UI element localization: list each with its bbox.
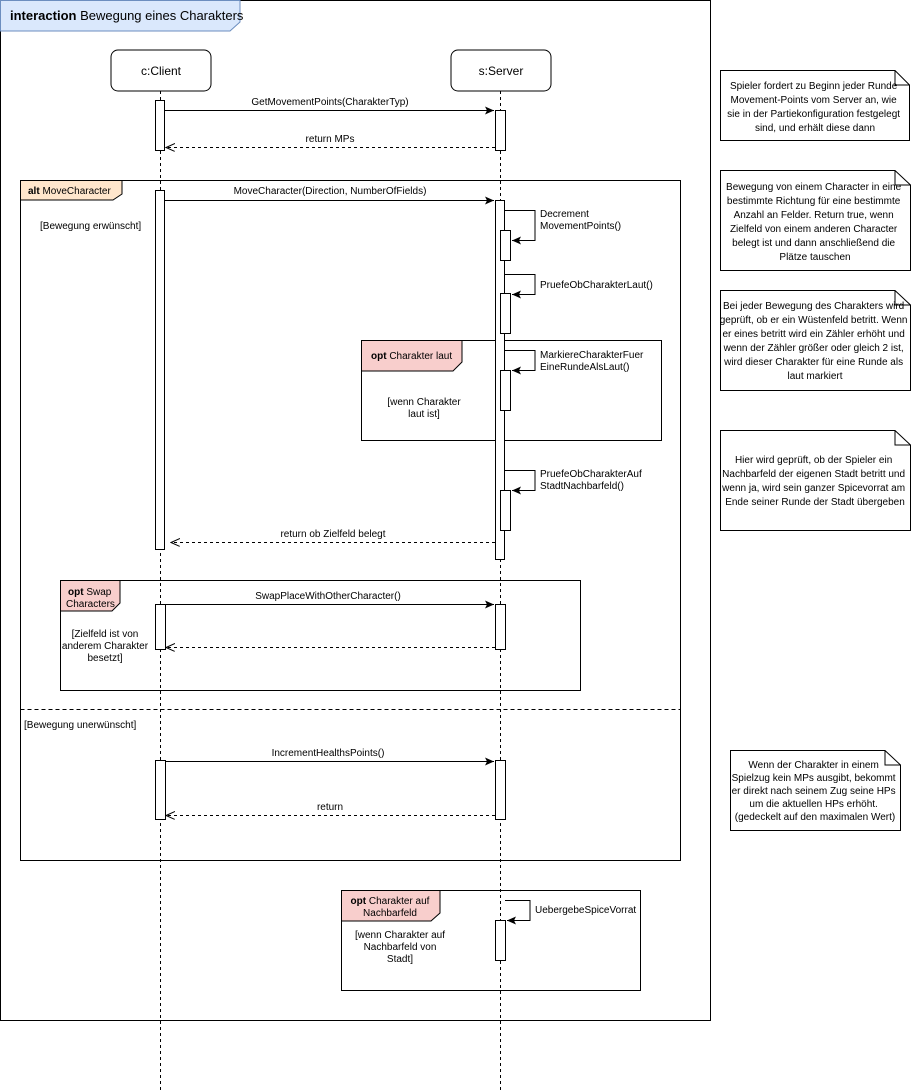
message-label-markiere-1: MarkiereCharakterFuer [540, 350, 644, 361]
message-label-increment-hp: IncrementHealthsPoints() [272, 748, 385, 759]
activation-client-4 [155, 760, 166, 820]
message-label-pruefe-laut: PruefeObCharakterLaut() [540, 280, 653, 291]
opt-laut-label: opt Charakter laut [371, 351, 452, 362]
message-label-swap: SwapPlaceWithOtherCharacter() [255, 591, 401, 602]
opt-spice-guard-3: Stadt] [387, 954, 413, 965]
alt-guard-1: [Bewegung erwünscht] [40, 221, 141, 232]
opt-swap-tab [60, 580, 121, 612]
message-decrement [505, 210, 536, 245]
opt-spice-label-2: Nachbarfeld [363, 908, 417, 919]
message-label-return-zielfeld: return ob Zielfeld belegt [280, 529, 385, 540]
message-label-get-movement-points: GetMovementPoints(CharakterTyp) [251, 97, 408, 108]
activation-server-mark [500, 370, 511, 411]
note-1-text: Spieler fordert zu Beginn jeder Runde Mo… [727, 81, 903, 134]
lifeline-label-server: s:Server [479, 64, 524, 78]
interaction-frame [0, 0, 711, 1021]
note-3-text: Bei jeder Bewegung des Charakters wird g… [720, 301, 910, 382]
activation-server-spice [495, 920, 506, 961]
note-5-text: Wenn der Charakter in einem Spielzug kei… [732, 760, 899, 823]
message-label-pruefe-stadt-1: PruefeObCharakterAuf [540, 469, 642, 480]
activation-server-1 [495, 110, 506, 151]
alt-guard-2: [Bewegung unerwünscht] [24, 720, 137, 731]
alt-fragment-tab [20, 180, 123, 201]
message-label-decrement-2: MovementPoints() [540, 221, 621, 232]
opt-swap-guard-1: [Zielfeld ist von [72, 629, 139, 640]
note-4-text: Hier wird geprüft, ob der Spieler ein Na… [721, 455, 908, 508]
message-label-return-mps: return MPs [306, 134, 355, 145]
activation-server-4 [495, 760, 506, 820]
opt-laut-guard-2: laut ist] [408, 409, 440, 420]
interaction-frame-tab [0, 0, 241, 32]
opt-swap-label-2: Characters [66, 599, 115, 610]
opt-swap-guard-3: besetzt] [87, 653, 122, 664]
note-4: Hier wird geprüft, ob der Spieler ein Na… [720, 430, 911, 531]
opt-laut-fragment [361, 340, 662, 441]
note-5: Wenn der Charakter in einem Spielzug kei… [730, 750, 901, 831]
opt-swap-label-1: opt Swap [68, 587, 112, 598]
activation-client-3 [155, 604, 166, 650]
activation-client-2 [155, 190, 165, 550]
activation-client-1 [155, 100, 165, 151]
opt-spice-label-1: opt Charakter auf [351, 896, 430, 907]
alt-fragment-label: alt MoveCharacter [28, 186, 111, 197]
alt-fragment [20, 180, 681, 861]
opt-spice-tab [341, 890, 441, 922]
activation-server-laut [500, 293, 511, 334]
message-label-return: return [317, 802, 343, 813]
opt-spice-guard-2: Nachbarfeld von [364, 942, 437, 953]
activation-server-3 [495, 604, 506, 650]
message-pruefe-laut [505, 274, 536, 299]
lifeline-label-client: c:Client [141, 64, 182, 78]
opt-swap-fragment [60, 580, 581, 691]
message-label-move-character: MoveCharacter(Direction, NumberOfFields) [234, 186, 427, 197]
opt-swap-guard-2: anderem Charakter [62, 641, 149, 652]
opt-laut-guard-1: [wenn Charakter [387, 397, 461, 408]
message-label-spice: UebergebeSpiceVorrat [535, 905, 636, 916]
message-label-decrement-1: Decrement [540, 209, 589, 220]
message-pruefe-stadt [505, 470, 536, 495]
note-2: Bewegung von einem Character in eine bes… [720, 170, 911, 271]
opt-spice-guard-1: [wenn Charakter auf [355, 930, 445, 941]
interaction-frame-title: interaction Bewegung eines Charakters [10, 8, 244, 23]
note-3: Bei jeder Bewegung des Charakters wird g… [720, 290, 911, 391]
note-2-text: Bewegung von einem Character in eine bes… [726, 182, 904, 263]
message-label-markiere-2: EineRundeAlsLaut() [540, 362, 630, 373]
activation-server-dec [500, 230, 511, 261]
activation-server-stadt [500, 490, 511, 531]
message-markiere [505, 350, 536, 375]
message-label-pruefe-stadt-2: StadtNachbarfeld() [540, 481, 624, 492]
opt-laut-tab [361, 340, 463, 372]
message-spice [505, 900, 531, 925]
opt-spice-fragment [341, 890, 641, 991]
note-1: Spieler fordert zu Beginn jeder Runde Mo… [720, 70, 910, 141]
